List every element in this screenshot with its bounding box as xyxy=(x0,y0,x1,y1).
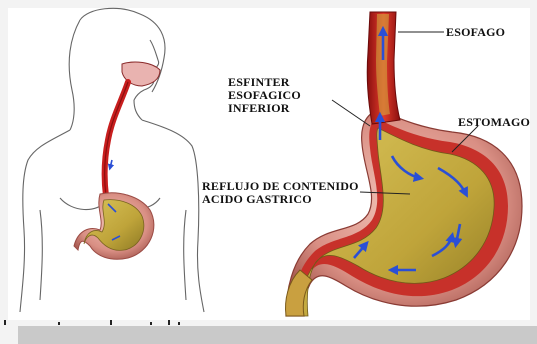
leader-esfinter xyxy=(332,100,370,126)
bottom-ticks xyxy=(4,320,180,325)
label-estomago: ESTOMAGO xyxy=(458,116,530,129)
label-esfinter: ESFINTER ESOFAGICO INFERIOR xyxy=(228,76,301,115)
label-reflujo: REFLUJO DE CONTENIDO ACIDO GASTRICO xyxy=(202,180,359,206)
label-esofago: ESOFAGO xyxy=(446,26,505,39)
body-outline-left xyxy=(20,130,70,312)
bottom-bar xyxy=(18,326,537,344)
duodenum xyxy=(286,270,312,316)
